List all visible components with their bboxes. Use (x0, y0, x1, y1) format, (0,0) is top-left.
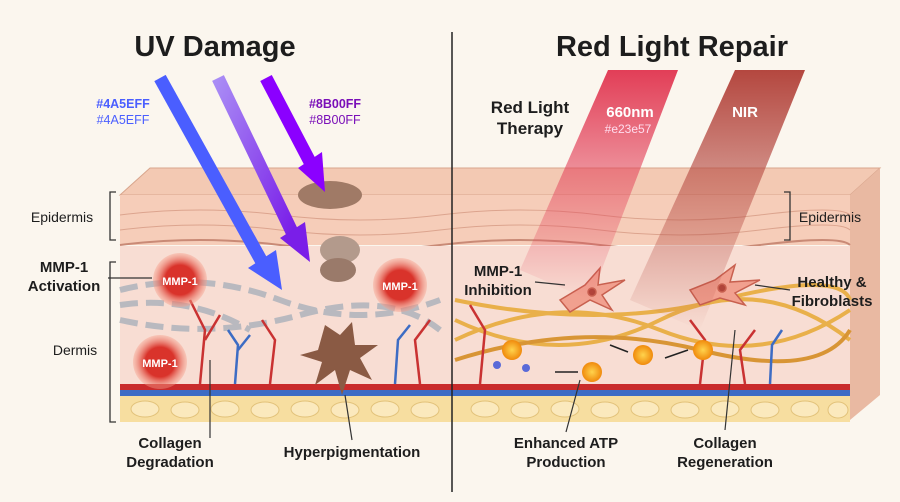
collagen-degradation-label: Collagen (138, 435, 201, 452)
epidermis-label-left: Epidermis (31, 209, 93, 225)
beam-nir-label: NIR (732, 104, 758, 121)
uvb-beam (260, 74, 325, 192)
svg-text:MMP-1: MMP-1 (162, 276, 197, 288)
right-title: Red Light Repair (556, 31, 788, 63)
uv-mid-beam (212, 75, 310, 262)
beam-660nm-label: 660nm (606, 104, 654, 121)
left-title: UV Damage (134, 31, 295, 63)
dermis-label: Dermis (53, 342, 97, 358)
collagen-regeneration-label-2: Regeneration (677, 454, 773, 471)
uvb-color-label-2: #8B00FF (309, 113, 361, 127)
capillaries-left (188, 299, 431, 385)
mmp-1-enzyme: MMP-1 (153, 253, 207, 307)
uva-beam (154, 74, 282, 290)
collagen-degradation-label-2: Degradation (126, 454, 214, 471)
red-light-therapy-label-2: Therapy (497, 119, 564, 138)
hyperpigmentation-label: Hyperpigmentation (284, 444, 421, 461)
mmp-1-enzyme: MMP-1 (133, 335, 187, 389)
mmp-1-enzyme: MMP-1 (373, 258, 427, 312)
epidermis-label-right: Epidermis (799, 209, 861, 225)
mmp-inhibition-label-2: Inhibition (464, 282, 531, 299)
beam-660nm-color: #e23e57 (605, 122, 652, 136)
atp-label-2: Production (526, 454, 605, 471)
atp-molecules (493, 340, 713, 382)
uva-color-label-2: #4A5EFF (97, 113, 150, 127)
vein (120, 390, 850, 396)
beam-nir (630, 70, 805, 330)
atp-label: Enhanced ATP (514, 435, 618, 452)
collagen-regeneration-label: Collagen (693, 435, 756, 452)
mmp-activation-label: MMP-1 (40, 259, 88, 276)
melanin-cluster (298, 181, 378, 395)
mmp-activation-label-2: Activation (28, 278, 101, 295)
layer-brackets (109, 191, 791, 423)
beam-660nm (520, 70, 678, 300)
svg-text:MMP-1: MMP-1 (382, 281, 417, 293)
mmp-inhibition-label: MMP-1 (474, 263, 522, 280)
uvb-color-label: #8B00FF (309, 97, 361, 111)
artery (120, 384, 850, 390)
fibroblasts-label-2: Fibroblasts (792, 293, 873, 310)
dermis-layer (120, 246, 850, 384)
fibroblasts-label: Healthy & (797, 274, 866, 291)
svg-text:MMP-1: MMP-1 (142, 358, 177, 370)
red-light-therapy-label: Red Light (491, 98, 570, 117)
uva-color-label: #4A5EFF (96, 97, 150, 111)
